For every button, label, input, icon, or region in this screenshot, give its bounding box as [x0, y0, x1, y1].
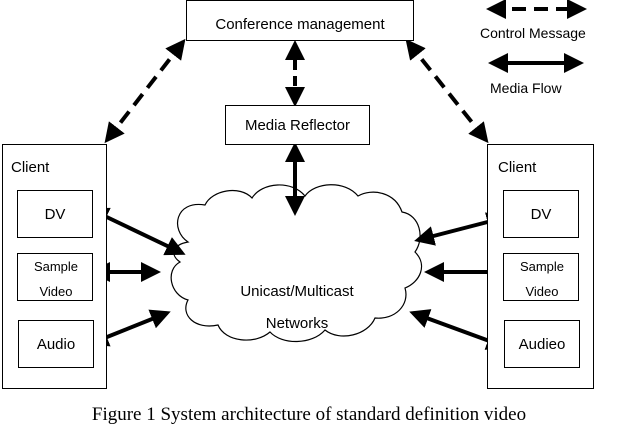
- left-audio-label: Audio: [36, 335, 76, 353]
- right-dv-module: DV: [503, 190, 579, 238]
- right-audio-module: Audieo: [504, 320, 580, 368]
- left-dv-label: DV: [44, 205, 66, 223]
- left-audio-module: Audio: [18, 320, 94, 368]
- conference-management-box: Conference management: [186, 0, 414, 41]
- network-cloud: [170, 184, 423, 343]
- right-sample-label: Sample: [519, 259, 565, 274]
- network-label-line1: Unicast/Multicast: [240, 283, 354, 300]
- network-label-line2: Networks: [265, 315, 329, 332]
- left-sample-video-module: Sample Video: [17, 253, 93, 301]
- left-client-title: Client: [11, 159, 50, 176]
- right-audio-label: Audieo: [518, 335, 566, 353]
- media-arrow-left-dv: [88, 207, 186, 256]
- left-sample-label: Sample: [33, 259, 79, 274]
- right-video-label: Video: [525, 284, 559, 299]
- figure-caption: Figure 1 System architecture of standard…: [91, 404, 527, 425]
- media-reflector-label: Media Reflector: [244, 116, 351, 134]
- right-sample-video-module: Sample Video: [503, 253, 579, 301]
- control-arrow-left: [104, 38, 186, 144]
- right-client-box: Client DV Sample Video Audieo: [487, 144, 594, 389]
- conference-management-label: Conference management: [215, 16, 385, 33]
- left-video-label: Video: [39, 284, 73, 299]
- right-client-title: Client: [498, 159, 537, 176]
- legend-media-flow-label: Media Flow: [490, 80, 562, 96]
- left-dv-module: DV: [17, 190, 93, 238]
- control-arrow-right: [405, 38, 489, 144]
- left-client-box: Client DV Sample Video Audio: [2, 144, 107, 389]
- media-reflector-box: Media Reflector: [225, 105, 370, 145]
- right-dv-label: DV: [530, 205, 552, 223]
- legend-control-message-label: Control Message: [480, 25, 586, 41]
